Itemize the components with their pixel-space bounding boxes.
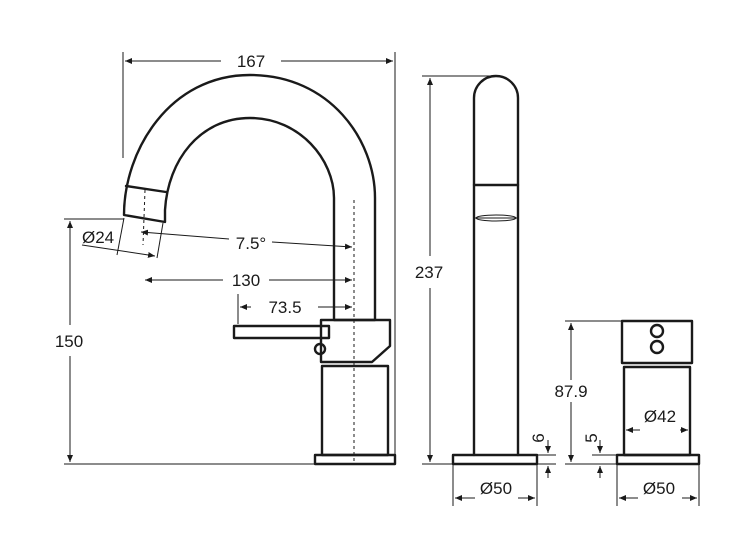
lever-handle	[232, 324, 331, 340]
spout-outline	[122, 73, 377, 322]
dim-6-label: 6	[529, 433, 548, 442]
side-view-mixer: 167 Ø24 7.5° 130 73.5 150	[55, 52, 397, 466]
handle-top	[620, 319, 694, 365]
dim-167-label: 167	[237, 52, 265, 71]
spout-front-outlet	[475, 214, 517, 222]
dim-130-label: 130	[232, 271, 260, 290]
handle-unit: 87.9 Ø42 5 Ø50	[554, 319, 701, 506]
dim-o24-line	[81, 244, 156, 258]
dim-angle-label: 7.5°	[236, 234, 266, 253]
dim-angle-line-right	[271, 241, 353, 250]
dim-237-label: 237	[415, 263, 443, 282]
front-base	[451, 453, 539, 466]
dim-73-5-label: 73.5	[268, 298, 301, 317]
dim-o24-label: Ø24	[82, 228, 114, 247]
body-base	[313, 453, 397, 466]
dim-87-9-label: 87.9	[554, 382, 587, 401]
dim-o50-handle-label: Ø50	[643, 479, 675, 498]
handle-button-bottom	[649, 339, 665, 355]
front-view-mixer: 237 6 Ø50	[415, 74, 556, 506]
dim-150-label: 150	[55, 332, 83, 351]
handle-base	[615, 453, 701, 466]
body-cap	[319, 318, 392, 364]
dim-o42-label: Ø42	[644, 407, 676, 426]
dim-angle-line-left	[140, 229, 230, 240]
handle-button-top	[649, 323, 665, 339]
spout-outlet-line	[124, 184, 168, 194]
dim-o50-body-label: Ø50	[480, 479, 512, 498]
spout-front-outline	[472, 74, 520, 457]
dim-5-label: 5	[582, 433, 601, 442]
body	[320, 364, 390, 457]
